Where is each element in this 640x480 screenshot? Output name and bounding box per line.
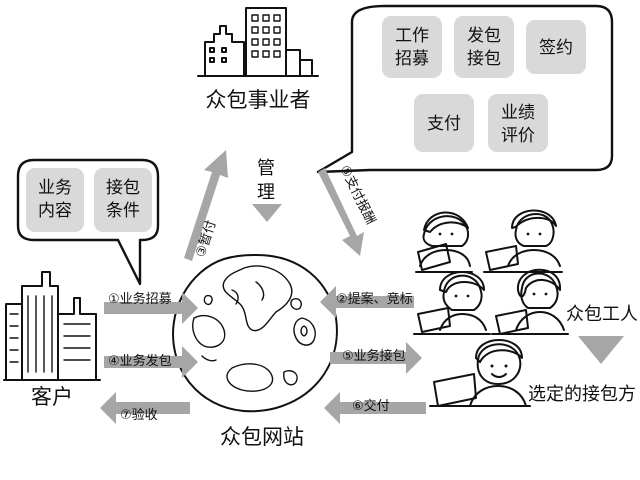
entrepreneur-bubble: 工作 招募 发包 接包 签约 支付 业绩 评价 — [316, 4, 614, 174]
flow-3-arrow — [184, 150, 228, 261]
ent-item2-line1: 发包 — [467, 26, 501, 46]
ent-item5-line2: 评价 — [501, 126, 535, 146]
ent-item5-line1: 业绩 — [501, 103, 535, 123]
ent-item2-line2: 接包 — [467, 49, 501, 69]
workers-group-icon — [413, 209, 569, 335]
selected-worker-icon — [429, 339, 531, 407]
customer-label: 客户 — [31, 385, 73, 409]
flow-4-arrow — [104, 346, 198, 378]
entrepreneur-building-icon — [197, 7, 319, 77]
manage-down-arrow — [252, 204, 282, 222]
manage-label-line2: 理 — [257, 182, 275, 203]
selected-label: 选定的接包方 — [528, 384, 636, 405]
flow-2-arrow — [320, 286, 414, 318]
ent-item3: 签约 — [539, 38, 573, 58]
flow-1-arrow — [104, 292, 198, 324]
flow-1-label: ①业务招募 — [108, 291, 172, 307]
flow-7-label: ⑦验收 — [120, 407, 158, 423]
cust-item1-line2: 内容 — [38, 201, 72, 221]
worker-1-icon — [415, 211, 473, 273]
ent-item1-line1: 工作 — [395, 26, 429, 46]
entrepreneur-label: 众包事业者 — [206, 88, 311, 112]
worker-2-icon — [483, 209, 563, 273]
flow-6-arrow — [324, 392, 426, 424]
flow-5-arrow — [330, 342, 422, 374]
manage-label-line1: 管 — [257, 158, 275, 179]
flow-4-label: ④业务发包 — [108, 353, 172, 369]
cust-item2-line1: 接包 — [106, 178, 140, 198]
workers-label: 众包工人 — [566, 304, 638, 325]
worker-4-icon — [491, 268, 569, 335]
customer-building-windows — [9, 295, 91, 373]
tower-windows — [251, 14, 281, 58]
cust-item2-line2: 条件 — [106, 201, 140, 221]
website-label: 众包网站 — [220, 425, 304, 449]
flow-2-label: ②提案、竞标 — [336, 291, 413, 307]
customer-bubble: 业务 内容 接包 条件 — [16, 158, 160, 286]
workers-to-selected-arrow — [578, 336, 624, 364]
flow-7-arrow — [100, 392, 190, 424]
globe-icon — [172, 253, 338, 413]
flow-8-arrow — [318, 168, 364, 256]
flow-5-label: ⑤业务接包 — [342, 348, 406, 364]
cust-item1-line1: 业务 — [38, 178, 72, 198]
flow-6-label: ⑥交付 — [352, 398, 390, 414]
customer-building-icon — [3, 271, 101, 381]
ent-item1-line2: 招募 — [395, 49, 429, 69]
worker-3-icon — [413, 271, 491, 335]
ent-item4: 支付 — [427, 114, 461, 134]
